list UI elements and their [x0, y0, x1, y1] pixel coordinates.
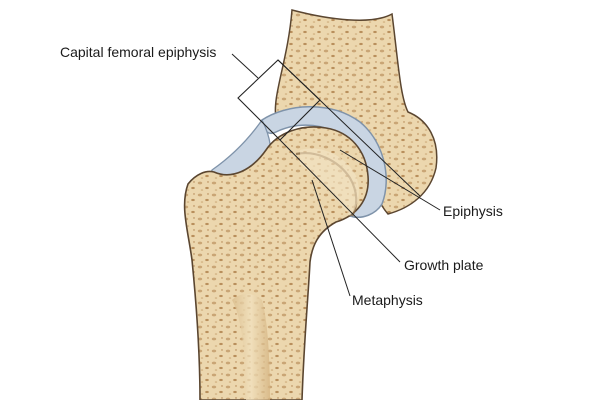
leader-epiphysis	[339, 149, 441, 211]
femur-bone	[183, 126, 369, 400]
epiphysis-region	[300, 148, 359, 216]
label-metaphysis: Metaphysis	[352, 292, 423, 308]
leader-metaphysis	[311, 179, 351, 297]
label-growth-plate: Growth plate	[404, 257, 484, 273]
leader-growth-plate	[279, 139, 401, 263]
label-epiphysis: Epiphysis	[443, 203, 503, 219]
medullary-canal	[232, 294, 270, 400]
leader-capital	[231, 53, 259, 79]
leader-capital-tail	[277, 59, 421, 197]
label-capital-femoral-epiphysis: Capital femoral epiphysis	[60, 44, 217, 60]
